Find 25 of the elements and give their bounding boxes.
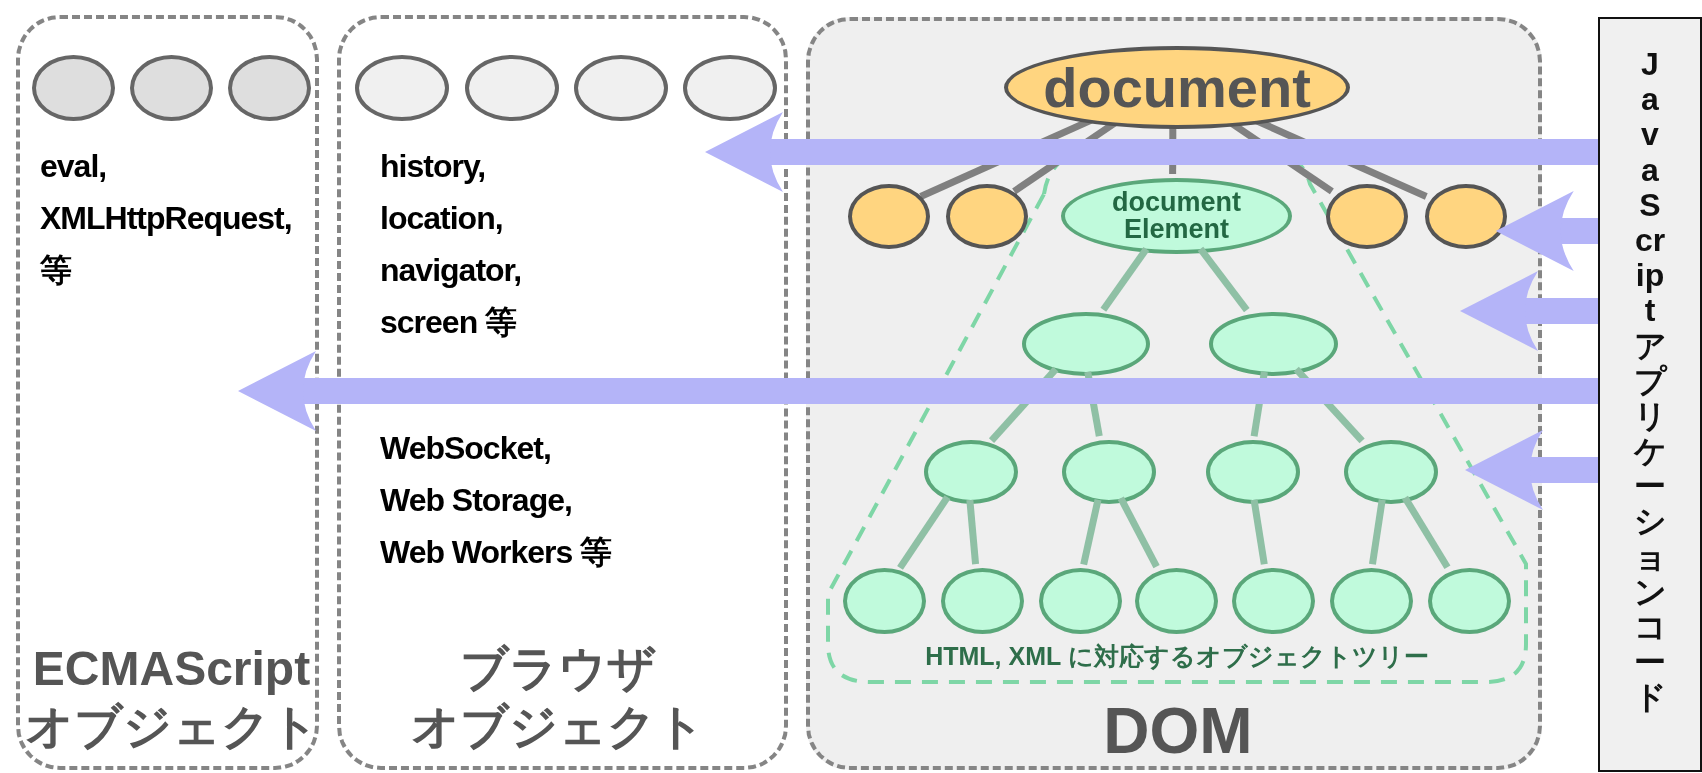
connector-line (1100, 247, 1150, 312)
object-list: history, location, navigator, screen 等 (380, 140, 590, 348)
object-panel (337, 15, 788, 770)
connector-line (1197, 246, 1250, 313)
connector-line (1080, 498, 1102, 566)
connector-line (1250, 499, 1268, 565)
connector-line (1369, 499, 1386, 565)
connector-line (966, 499, 980, 565)
vertical-label: JavaScript アプリケーションコード (1634, 47, 1666, 718)
connector-line (897, 495, 951, 570)
panel-title: ECMAScript オブジェクト (23, 641, 320, 755)
dom-panel (806, 17, 1542, 770)
object-panel (16, 15, 319, 770)
connector-line (1117, 496, 1160, 569)
code-box (1598, 17, 1702, 772)
node-label: document Element (1111, 189, 1242, 243)
region-label: HTML, XML に対応するオブジェクトツリー (924, 641, 1430, 672)
object-list: eval, XMLHttpRequest, 等 (40, 140, 305, 296)
connector-line (1402, 495, 1451, 570)
panel-title: DOM (1102, 696, 1254, 766)
panel-title: ブラウザオブジェクト (410, 641, 706, 755)
node-label: document (1043, 59, 1311, 116)
object-ellipse (946, 184, 1028, 249)
object-list: WebSocket, Web Storage, Web Workers 等 (380, 422, 615, 578)
object-ellipse (1326, 184, 1408, 249)
